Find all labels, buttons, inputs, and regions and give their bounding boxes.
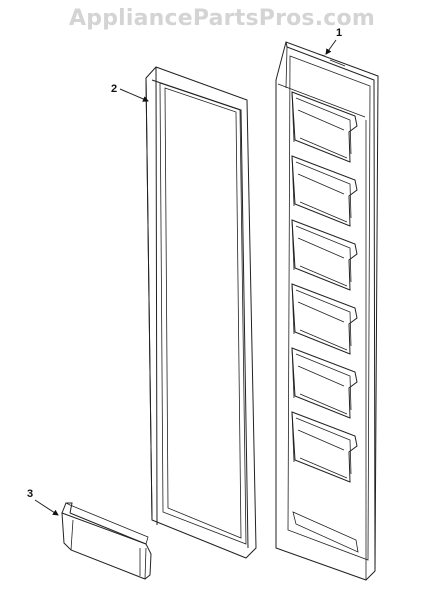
callout-leader-1 <box>325 39 337 55</box>
liner-bin <box>291 91 358 163</box>
liner-bin-edge <box>291 347 295 399</box>
door-shelf-bin <box>61 502 152 580</box>
liner-bin-edge <box>291 155 295 207</box>
liner-bin-edge <box>291 411 358 483</box>
liner-bin <box>291 155 358 227</box>
liner-bin-edge <box>297 237 345 259</box>
callout-label-3: 3 <box>27 488 33 500</box>
liner-bin-edge <box>291 219 295 271</box>
liner-bin <box>291 219 358 291</box>
callout-label-1: 1 <box>336 27 342 39</box>
liner-bin-edge <box>299 457 348 479</box>
liner-bin-edge <box>295 289 352 347</box>
door-outer-panel <box>275 41 379 581</box>
liner-bin <box>291 347 358 419</box>
callout-2: 2 <box>111 83 149 102</box>
liner-bin-edge <box>299 329 348 351</box>
callout-3: 3 <box>27 488 59 516</box>
liner-bin-edge <box>291 91 358 163</box>
liner-bin-edge <box>291 219 358 291</box>
liner-bin-edge <box>297 429 345 451</box>
callout-leader-2 <box>119 88 149 102</box>
door-liner-bins <box>291 91 358 483</box>
liner-bin-edge <box>299 393 348 415</box>
liner-bin-edge <box>299 265 348 287</box>
liner-bin-edge <box>291 155 358 227</box>
liner-bin-edge <box>299 201 348 223</box>
liner-bin-edge <box>299 137 348 159</box>
liner-bin-edge <box>295 417 352 475</box>
liner-bin <box>291 283 358 355</box>
liner-bin-edge <box>297 109 345 131</box>
callout-leader-3 <box>34 499 59 516</box>
liner-bin-edge <box>297 365 345 387</box>
liner-bin-edge <box>295 353 352 411</box>
liner-bin-edge <box>291 283 295 335</box>
callout-label-2: 2 <box>111 83 117 95</box>
liner-bin-edge <box>297 173 345 195</box>
callout-1: 1 <box>325 27 342 55</box>
liner-bin <box>291 411 358 483</box>
liner-bin-edge <box>295 225 352 283</box>
liner-bin-edge <box>291 283 358 355</box>
liner-bin-edge <box>291 91 295 143</box>
liner-bin-edge <box>291 347 358 419</box>
door-gasket <box>145 66 257 559</box>
liner-bin-edge <box>291 411 295 463</box>
liner-bin-edge <box>297 301 345 323</box>
liner-bin-edge <box>295 161 352 219</box>
liner-bin-edge <box>295 97 352 155</box>
watermark-text: AppliancePartsPros.com <box>69 6 375 31</box>
